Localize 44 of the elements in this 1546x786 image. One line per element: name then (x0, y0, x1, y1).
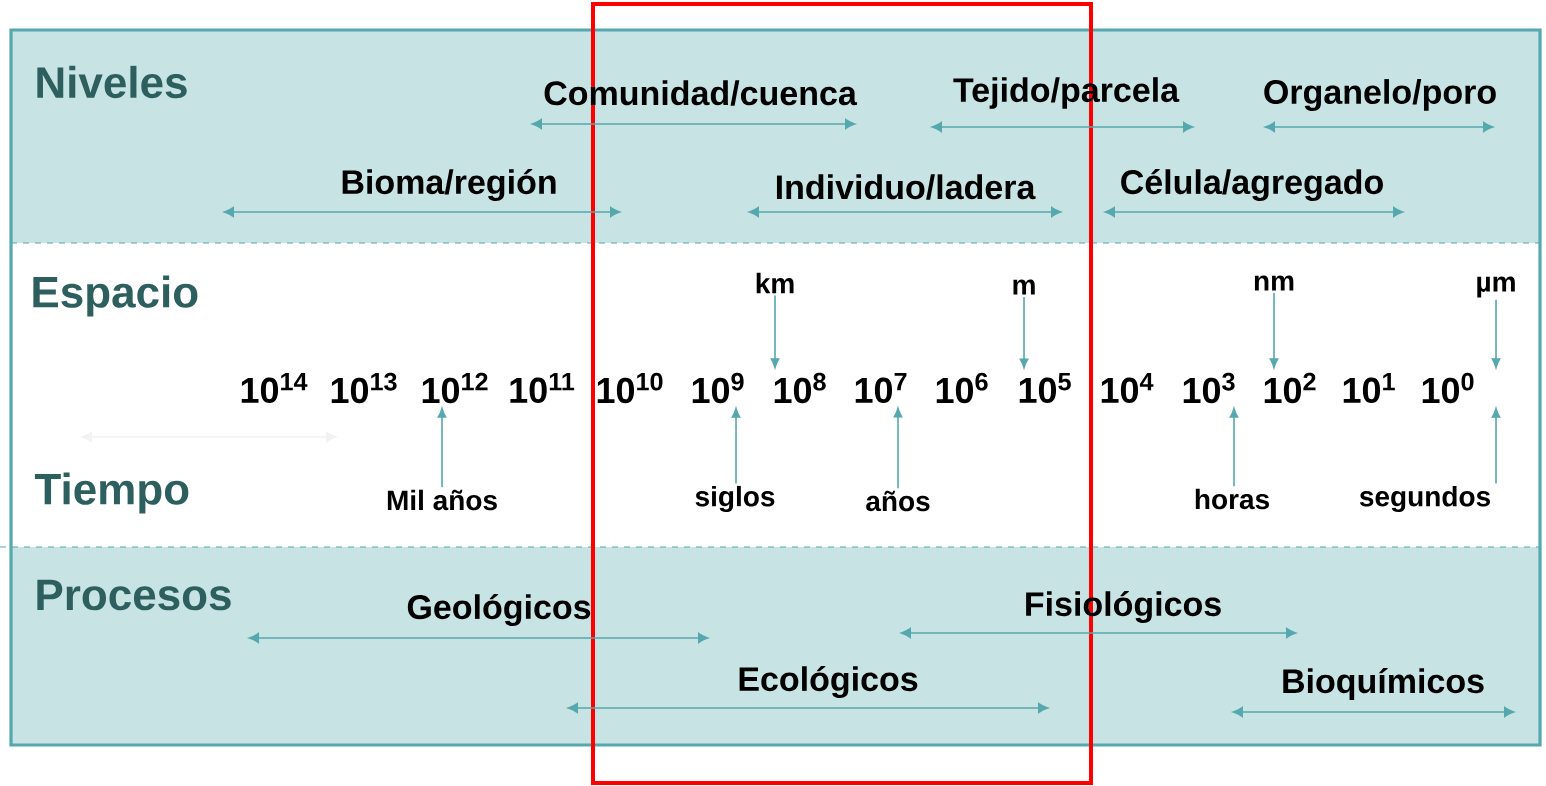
scale-number: 10$^{4}$ (1101, 372, 1154, 404)
unit-label: horas (1195, 488, 1269, 510)
scale-number: 10$^{7}$ (855, 372, 907, 404)
scale-number: 10$^{3}$ (1183, 372, 1235, 404)
unit-label: segundos (1359, 485, 1490, 513)
arrow (731, 407, 741, 485)
scale-number: 10$^{2}$ (1264, 372, 1316, 404)
unit-label: nm (1254, 275, 1294, 291)
scale-number: 10$^{8}$ (774, 372, 826, 404)
arrow (893, 407, 903, 490)
section-heading: Procesos (37, 579, 231, 611)
scale-number: 10$^{6}$ (936, 372, 988, 404)
scale-number: 10$^{13}$ (331, 372, 397, 404)
arrow (1019, 296, 1029, 369)
arrow (437, 407, 447, 489)
scale-number: 10$^{9}$ (692, 372, 744, 404)
scale-number: 10$^{0}$ (1422, 372, 1474, 404)
unit-label: Mil años (387, 489, 497, 511)
range-label: Geológicos (407, 593, 591, 627)
range-label: Bioquímicos (1283, 668, 1484, 700)
unit-label: siglos (695, 485, 775, 513)
scale-number: 10$^{1}$ (1343, 372, 1395, 404)
arrow (1229, 407, 1239, 488)
section-heading: Niveles (37, 65, 187, 99)
unit-label: años (866, 490, 930, 512)
range-label: Bioma/región (342, 168, 556, 202)
scale-number: 10$^{12}$ (422, 372, 488, 404)
scale-number: 10$^{14}$ (241, 372, 308, 404)
range-label: Organelo/poro (1264, 79, 1496, 111)
range-label: Ecológicos (739, 665, 918, 699)
arrow (1491, 407, 1501, 485)
unit-label: km (756, 272, 794, 294)
scale-number: 10$^{10}$ (597, 372, 663, 404)
scale-number: 10$^{11}$ (510, 372, 575, 404)
arrow (1491, 299, 1501, 369)
range-label: Célula/agregado (1121, 168, 1383, 202)
section-heading: Tiempo (34, 472, 189, 514)
unit-label: m (1013, 279, 1035, 295)
arrow (1269, 292, 1279, 369)
arrow (770, 294, 780, 369)
range-label: Individuo/ladera (776, 174, 1036, 200)
unit-label: µm (1477, 276, 1515, 298)
section-heading: Espacio (33, 275, 198, 317)
scale-number: 10$^{5}$ (1019, 372, 1071, 404)
